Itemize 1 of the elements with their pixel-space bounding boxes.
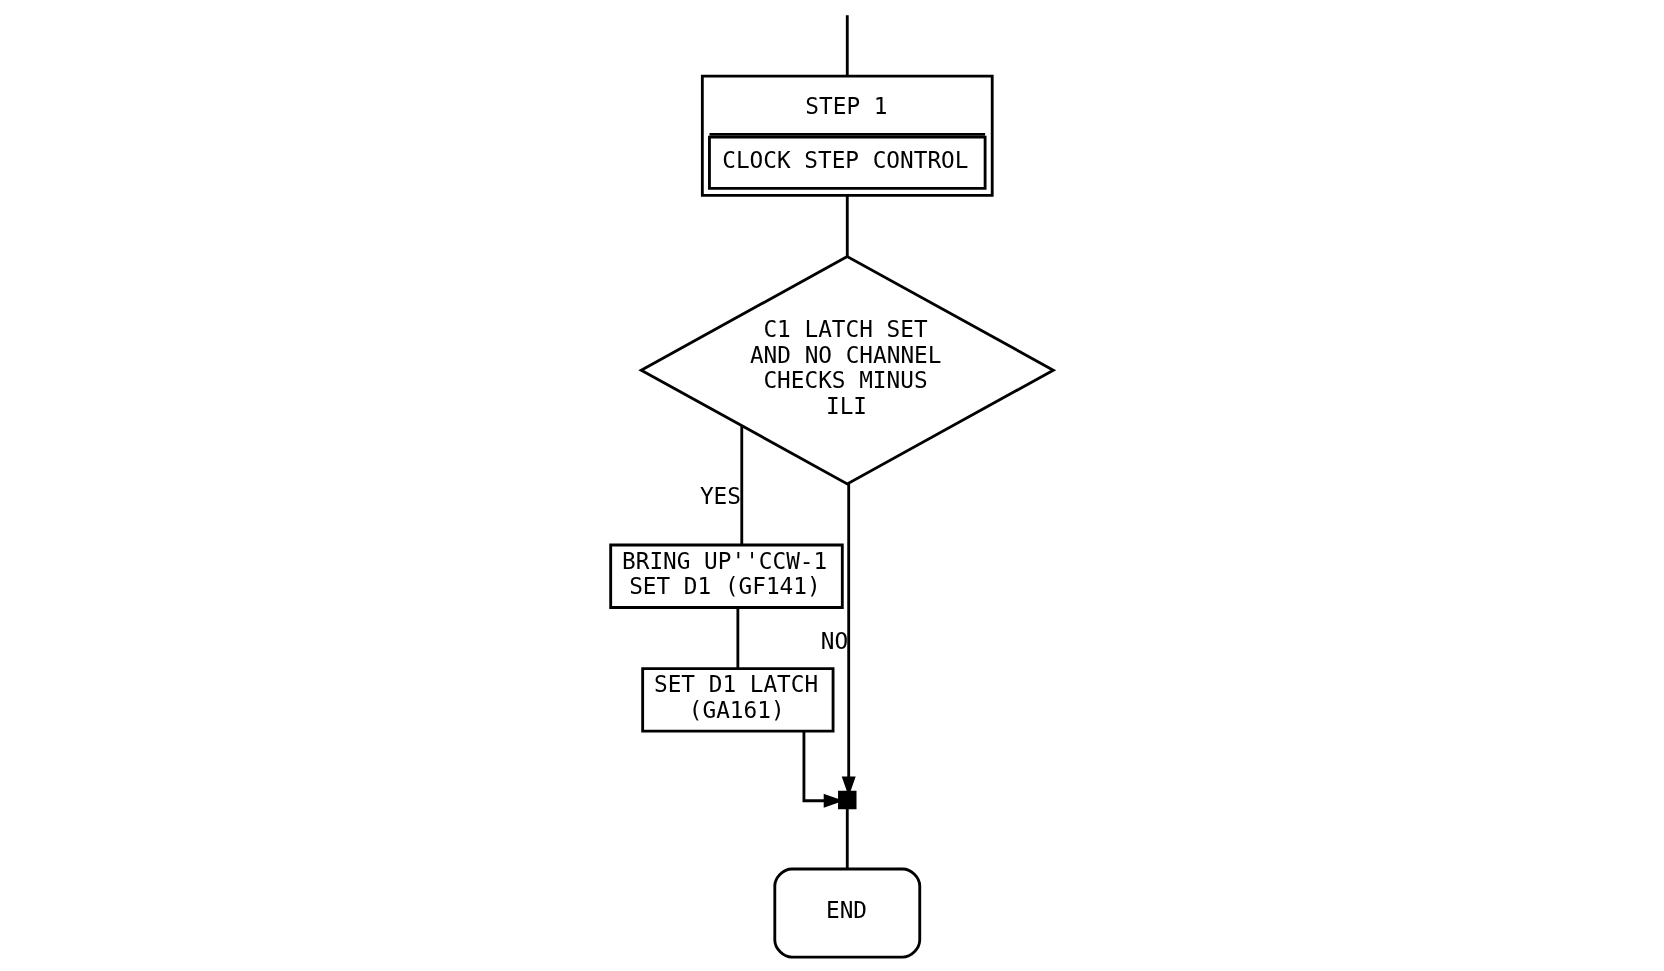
edge-label: NO <box>820 627 849 654</box>
